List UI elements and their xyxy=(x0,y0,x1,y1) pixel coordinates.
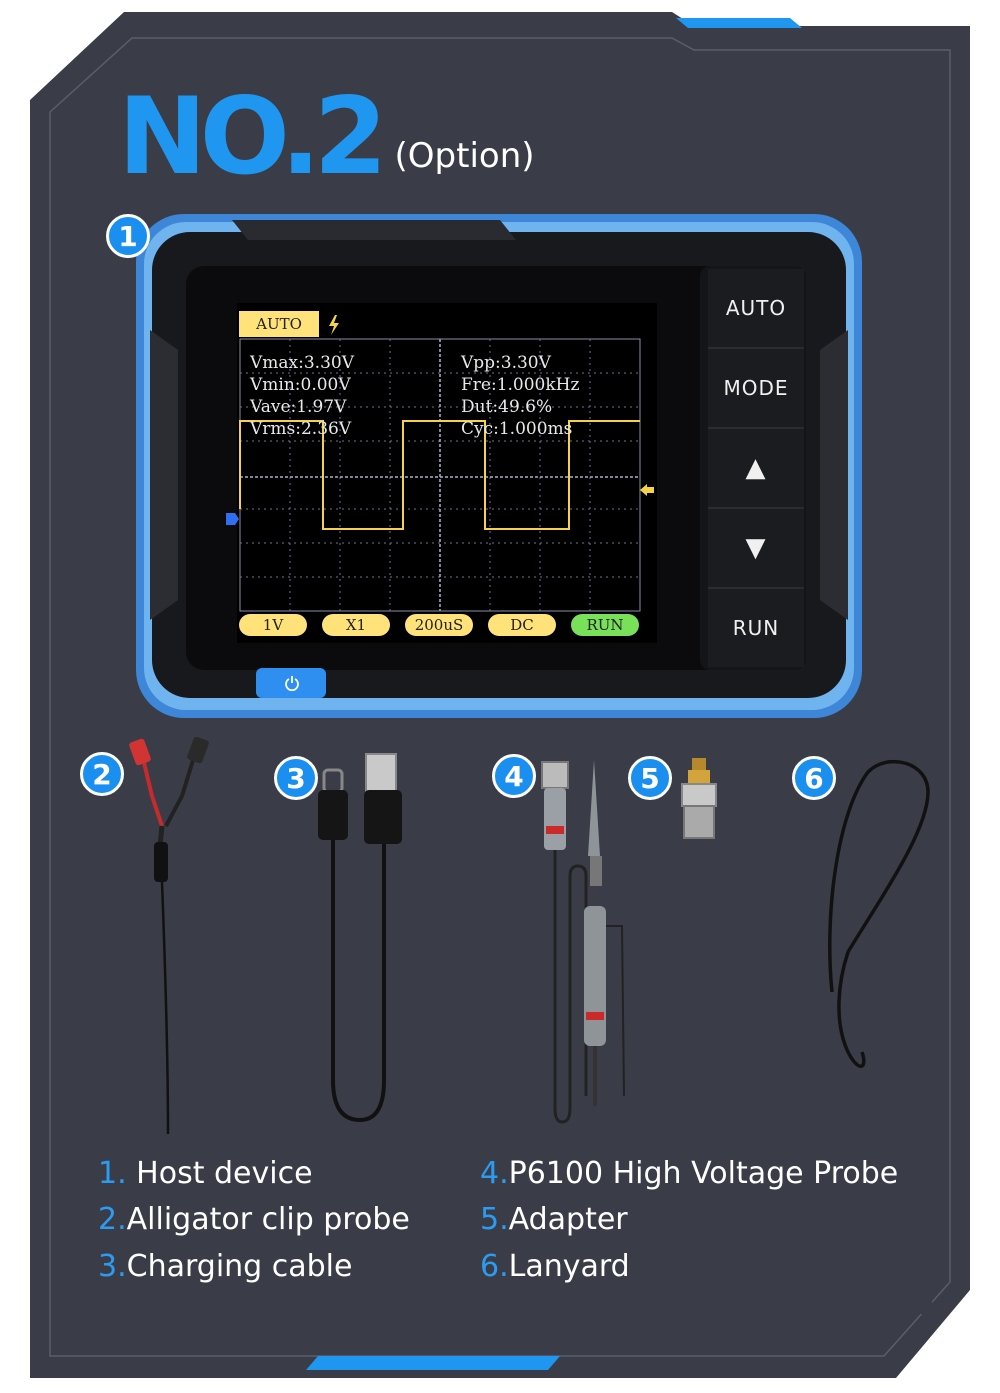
right-readout-2: Fre:1.000kHz xyxy=(461,375,580,395)
right-readout-4: Cyc:1.000ms xyxy=(461,419,573,439)
badge-2: 2 xyxy=(80,752,124,796)
legend-panel: 1. Host device 2.Alligator clip probe 3.… xyxy=(68,1134,932,1314)
run-button[interactable]: RUN xyxy=(708,589,804,667)
legend-item-alligator-clip-probe: 2.Alligator clip probe xyxy=(98,1202,410,1237)
usb-c-charging-cable-icon xyxy=(318,753,402,1123)
legend-item-adapter: 5.Adapter xyxy=(480,1202,628,1237)
down-button[interactable]: ▼ xyxy=(708,509,804,589)
high-voltage-probe-icon xyxy=(541,760,625,1124)
alligator-clip-probe-icon xyxy=(129,736,209,1135)
auto-button[interactable]: AUTO xyxy=(708,269,804,349)
bnc-adapter-icon xyxy=(681,758,717,839)
trigger-icon xyxy=(329,315,339,335)
left-readout-3: Vave:1.97V xyxy=(250,397,347,417)
heading-subtitle: (Option) xyxy=(394,136,535,176)
volts-per-div-tag: 1V xyxy=(239,614,307,636)
power-button[interactable] xyxy=(256,668,326,698)
probe-multiplier-tag: X1 xyxy=(322,614,390,636)
badge-6: 6 xyxy=(792,756,836,800)
trigger-level-arrow-icon xyxy=(640,484,654,496)
up-button[interactable]: ▲ xyxy=(708,429,804,509)
left-readout-1: Vmax:3.30V xyxy=(250,353,354,373)
badge-4: 4 xyxy=(492,754,536,798)
power-icon xyxy=(285,676,299,691)
waveform-grid xyxy=(239,338,641,612)
mode-tag: AUTO xyxy=(239,311,319,337)
left-readout-4: Vrms:2.36V xyxy=(250,419,352,439)
legend-item-high-voltage-probe: 4.P6100 High Voltage Probe xyxy=(480,1156,899,1191)
right-readout-3: Dut:49.6% xyxy=(461,397,553,417)
mode-button[interactable]: MODE xyxy=(708,349,804,429)
legend-item-lanyard: 6.Lanyard xyxy=(480,1249,630,1284)
page-heading: NO.2 (Option) xyxy=(118,70,535,190)
left-readout-2: Vmin:0.00V xyxy=(250,375,351,395)
oscilloscope-screen: AUTO Vmax:3.30V Vmin:0.00V Vave:1.97V Vr… xyxy=(237,303,657,643)
time-per-div-tag: 200uS xyxy=(405,614,473,636)
run-status-tag: RUN xyxy=(571,614,639,636)
badge-5: 5 xyxy=(628,756,672,800)
heading-title: NO.2 xyxy=(118,75,388,198)
legend-item-charging-cable: 3.Charging cable xyxy=(98,1249,353,1284)
legend-item-host-device: 1. Host device xyxy=(98,1156,313,1191)
right-readout-1: Vpp:3.30V xyxy=(461,353,551,373)
badge-3: 3 xyxy=(274,756,318,800)
lanyard-icon xyxy=(828,760,930,1068)
channel-marker-icon xyxy=(226,513,239,525)
coupling-tag: DC xyxy=(488,614,556,636)
badge-1: 1 xyxy=(106,214,150,258)
